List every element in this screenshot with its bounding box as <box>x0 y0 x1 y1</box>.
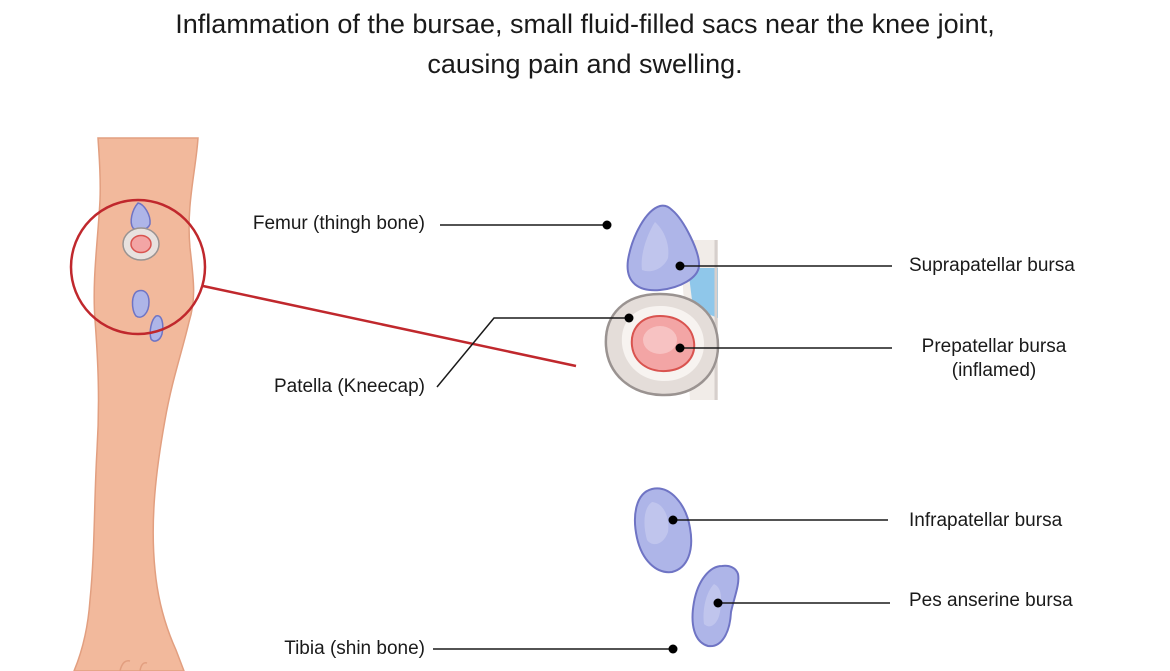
label-suprapatellar: Suprapatellar bursa <box>909 255 1075 276</box>
label-infrapatellar: Infrapatellar bursa <box>909 510 1063 531</box>
pes-anserine-dot <box>713 598 723 608</box>
femur-dot <box>602 220 612 230</box>
patella-dot <box>624 313 634 323</box>
zoom-highlight-circle <box>69 198 207 336</box>
infrapatellar-bursa-highlight <box>644 502 669 545</box>
title-line-2: causing pain and swelling. <box>427 49 743 79</box>
label-tibia: Tibia (shin bone) <box>284 638 425 659</box>
leg-prepatellar-bursa <box>130 234 152 254</box>
label-pes-anserine: Pes anserine bursa <box>909 590 1073 611</box>
diagram-title: Inflammation of the bursae, small fluid-… <box>0 4 1170 84</box>
prepatellar-dot <box>675 343 685 353</box>
suprapatellar-bursa-highlight <box>641 222 669 272</box>
toe-lines <box>119 660 148 671</box>
leader-lines <box>433 224 892 650</box>
label-femur: Femur (thingh bone) <box>252 213 425 234</box>
pes-anserine-bursa-highlight <box>703 584 722 627</box>
infrapatellar-dot <box>668 515 678 525</box>
leader-dots <box>602 220 723 654</box>
label-patella: Patella (Kneecap) <box>273 376 425 397</box>
patella-leader <box>436 317 629 388</box>
suprapatellar-dot <box>675 261 685 271</box>
label-prepatellar-line-2: (inflamed) <box>951 360 1037 381</box>
label-prepatellar: Prepatellar bursa (inflamed) <box>905 335 1083 383</box>
title-line-1: Inflammation of the bursae, small fluid-… <box>175 9 995 39</box>
zoom-connector-line <box>202 284 577 368</box>
leg-pes-anserine-bursa <box>149 315 164 342</box>
label-prepatellar-line-1: Prepatellar bursa <box>921 336 1067 357</box>
prepatellar-bursa-highlight <box>643 326 677 354</box>
tibia-dot <box>668 644 678 654</box>
leg-infrapatellar-bursa <box>131 289 150 318</box>
